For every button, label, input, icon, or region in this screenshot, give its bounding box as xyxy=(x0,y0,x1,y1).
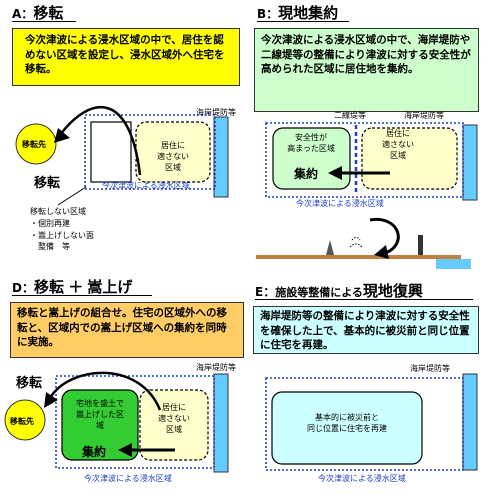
panel-a-letter: A xyxy=(12,7,22,21)
panel-a-inundation-boundary xyxy=(84,114,216,190)
panel-a-unsuitable-label: 居住に 適さない 区域 xyxy=(157,141,189,172)
panel-b-safe-text: 安全性が 高まった区域 xyxy=(275,132,347,154)
panel-d-title-left: 移転 xyxy=(33,278,64,296)
panel-d-destination-label: 移転先 xyxy=(10,417,34,426)
panel-e-title-big: 現地復興 xyxy=(362,282,423,300)
panel-b-inundation-boundary xyxy=(265,122,464,198)
panel-b-ground xyxy=(256,255,461,259)
panel-e-rebuild-text: 基本的に被災前と 同じ位置に住宅を再建 xyxy=(272,412,422,434)
panel-a-move-label: 移転 xyxy=(34,176,61,191)
panel-d-heading-underline xyxy=(12,295,152,296)
panel-d-raised-text: 宅地を盛土で 嵩上げした区 域 xyxy=(64,398,136,431)
panel-b-wave-arrow xyxy=(369,217,400,255)
colon: ： xyxy=(21,7,34,21)
panel-b-overflow-drops xyxy=(349,237,363,248)
panel-a-nonrelocation-label: 移転しない区域 xyxy=(30,207,86,216)
panel-b-levee-section xyxy=(326,240,334,255)
panel-d-coastal-wall xyxy=(213,373,229,473)
panel-e-inundation-boundary xyxy=(265,377,464,471)
panel-a-coastal-wall xyxy=(213,116,229,198)
panel-b-heading: B：現地集約 xyxy=(257,2,338,23)
panel-d-title-right: 嵩上げ xyxy=(87,278,133,296)
panel-a-heading: A：移転 xyxy=(12,2,63,23)
panel-d-arrowhead xyxy=(44,392,58,408)
panel-a-destination-label: 移転先 xyxy=(22,140,46,149)
panel-a-description: 今次津波による浸水区域の中で、居住を認めない区域を設定し、浸水区域外へ住宅を移転… xyxy=(12,28,240,86)
panel-b-letter: B xyxy=(257,7,267,21)
panel-d-raised-label: 宅地を盛土で 嵩上げした区 域 xyxy=(76,399,124,430)
panel-e-letter: E xyxy=(255,285,264,299)
panel-a-heading-underline xyxy=(12,21,76,22)
panel-d-unsuitable-label: 居住に 適さない 区域 xyxy=(158,403,190,434)
panel-d-title-plus: ＋ xyxy=(68,278,84,296)
panel-b-title: 現地集約 xyxy=(278,4,339,22)
panel-d-diagram xyxy=(4,371,229,473)
panel-b-safe-label: 安全性が 高まった区域 xyxy=(287,133,335,153)
panel-b-sea xyxy=(436,259,471,269)
panel-a-vacated-area xyxy=(90,121,132,183)
panel-d-heading: D：移転 ＋ 嵩上げ xyxy=(12,276,132,297)
panel-b-unsuitable-label: 居住に 適さない 区域 xyxy=(382,129,414,160)
panel-a-unsuitable-text: 居住に 適さない 区域 xyxy=(140,140,206,173)
panel-d-consolidate-arrowhead xyxy=(118,443,132,457)
colon: ： xyxy=(263,285,276,299)
panel-d-inundation-boundary xyxy=(55,375,215,469)
panel-d-description: 移転と嵩上げの組合せ。住宅の区域外への移転と、区域内での嵩上げ区域への集約を同時… xyxy=(10,302,244,358)
panel-e-title-small: 施設等整備による xyxy=(275,286,363,299)
panel-e-rebuild-label: 基本的に被災前と 同じ位置に住宅を再建 xyxy=(307,413,387,433)
panel-b-coastal-wall xyxy=(462,124,478,201)
panel-d-move-arrow xyxy=(48,371,162,411)
panel-e-description: 海岸堤防等の整備により津波に対する安全性を確保した上で、基本的に被災前と同じ位置… xyxy=(253,306,479,354)
panel-d-raised-area xyxy=(61,389,139,461)
panel-a-option-1: ・個別再建 xyxy=(30,219,70,228)
panel-e-rebuild-area xyxy=(271,391,423,465)
panel-b-second-levee-label: 二線堤等 xyxy=(334,111,366,120)
colon: ： xyxy=(266,7,279,21)
panel-b-coastal-section xyxy=(418,235,423,255)
panel-d-consolidate-label: 集約 xyxy=(82,445,107,459)
panel-a-title: 移転 xyxy=(33,4,64,22)
panel-b-consolidate-label: 集約 xyxy=(294,167,319,181)
panel-d-coastal-label: 海岸堤防等 xyxy=(196,363,236,372)
panel-a-destination-circle xyxy=(15,123,57,165)
panel-e-inundation-label: 今次津波による浸水区域 xyxy=(318,474,406,483)
colon: ： xyxy=(21,281,34,295)
panel-a-diagram xyxy=(15,105,229,206)
panel-a-option-2: ・嵩上げしない面 整備 等 xyxy=(30,231,94,251)
panel-b-arrowhead xyxy=(328,166,342,180)
panel-b-inundation-label: 今次津波による浸水区域 xyxy=(296,199,384,208)
panel-d-destination-circle xyxy=(4,399,46,441)
panel-b-unsuitable-text: 居住に 適さない 区域 xyxy=(368,128,428,161)
panel-e-diagram xyxy=(265,373,478,471)
panel-b-description: 今次津波による浸水区域の中で、海岸堤防や二線堤等の整備により津波に対する安全性が… xyxy=(254,28,479,112)
panel-b-wave-arrowhead xyxy=(374,245,389,259)
panel-a-arrowhead xyxy=(54,128,70,143)
panel-d-letter: D xyxy=(12,281,22,295)
panel-e-heading: E：施設等整備による現地復興 xyxy=(255,280,423,301)
panel-a-coastal-label: 海岸堤防等 xyxy=(196,108,236,117)
panel-b-diagram xyxy=(256,122,478,269)
panel-b-heading-underline xyxy=(257,21,349,22)
panel-e-heading-underline xyxy=(255,299,473,300)
panel-a-move-arrow xyxy=(59,105,142,176)
panel-a-inundation-label: 今次津波による浸水区域 xyxy=(102,181,190,190)
panel-a-leader-line xyxy=(57,186,87,206)
panel-d-inundation-label: 今次津波による浸水区域 xyxy=(84,474,172,483)
panel-d-unsuitable-area xyxy=(139,389,209,461)
panel-e-coastal-label: 海岸堤防等 xyxy=(410,364,450,373)
panel-d-unsuitable-text: 居住に 適さない 区域 xyxy=(143,402,205,435)
panel-e-coastal-wall xyxy=(462,373,478,471)
panel-b-coastal-label: 海岸堤防等 xyxy=(404,111,444,120)
panel-d-move-label: 移転 xyxy=(16,376,43,391)
panel-a-unsuitable-area xyxy=(135,121,211,183)
